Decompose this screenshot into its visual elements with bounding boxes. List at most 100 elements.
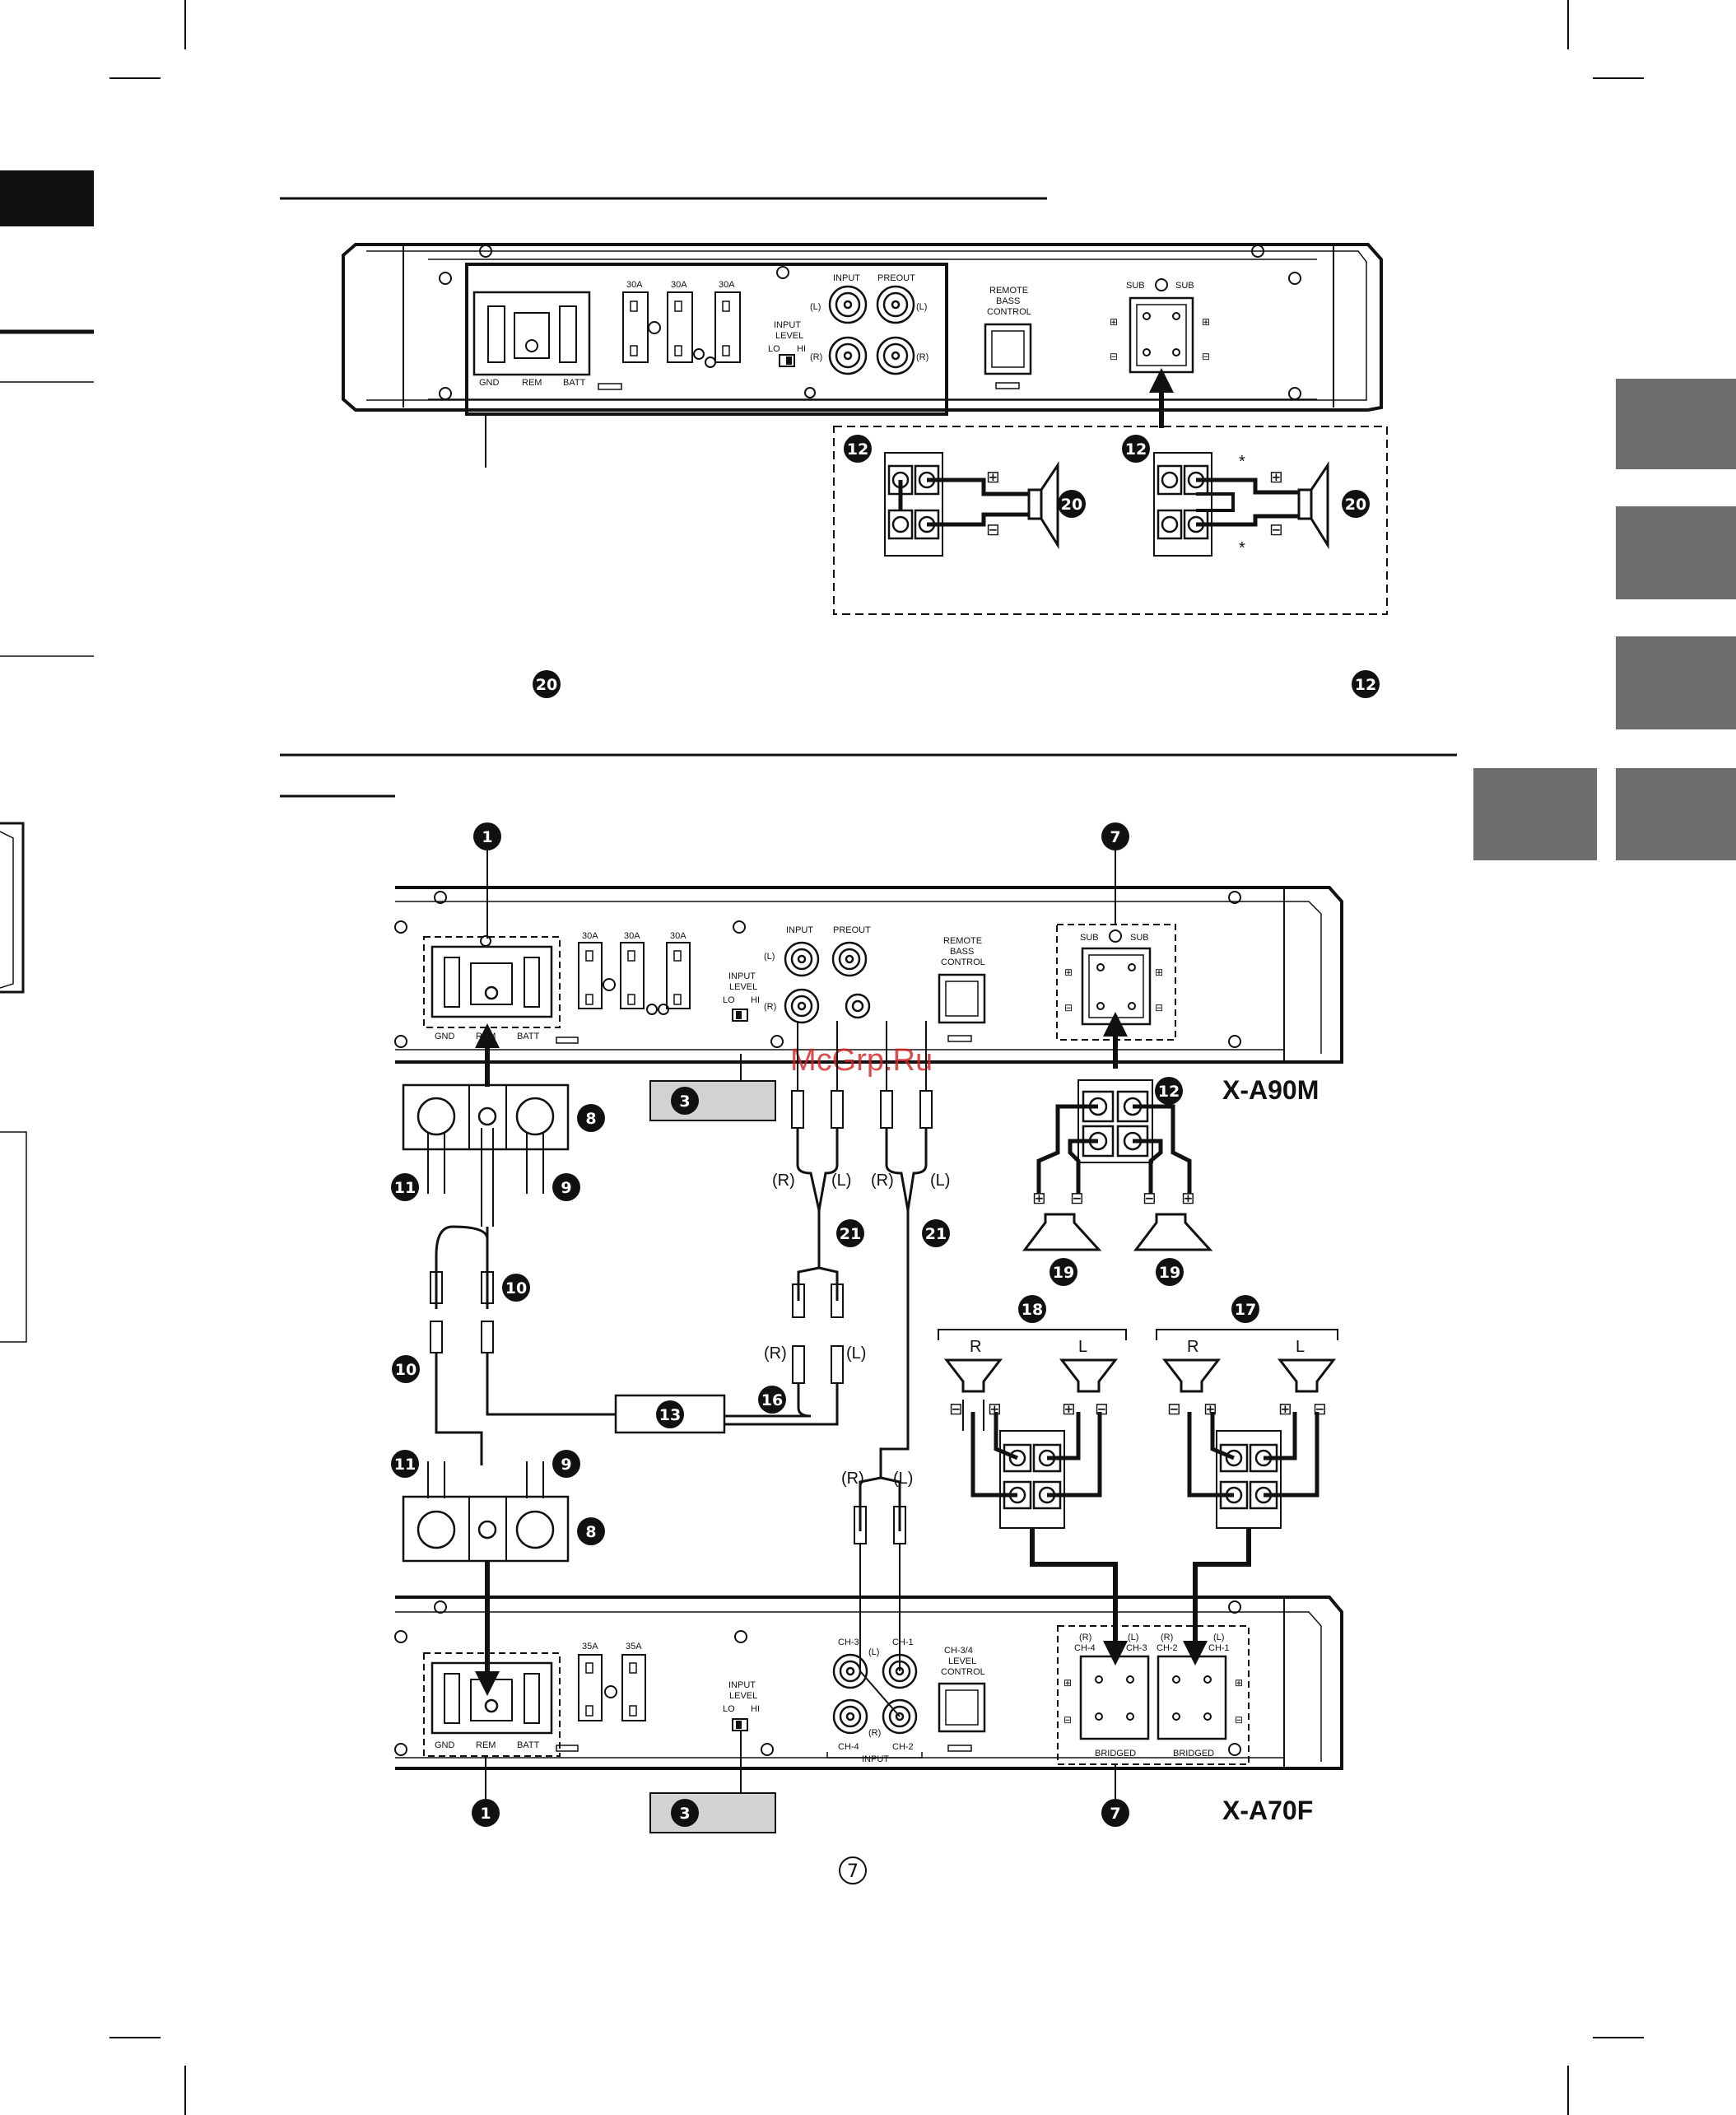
a70f-level-control-jack[interactable] bbox=[938, 1682, 986, 1733]
remote-label-2: BASS bbox=[996, 296, 1020, 306]
sub-wiring-options: ⊞ ⊟ 12 20 * * ⊞ ⊟ 12 bbox=[833, 426, 1388, 615]
input-level-lo: LO bbox=[768, 344, 780, 354]
svg-text:(R): (R) bbox=[1079, 1633, 1091, 1642]
a70f-in-r: (R) bbox=[868, 1728, 881, 1738]
top-sub-terminal bbox=[1129, 296, 1194, 374]
callout-13 bbox=[656, 1400, 684, 1428]
svg-text:1: 1 bbox=[482, 828, 492, 846]
opt-b-speaker-icon bbox=[1297, 461, 1329, 550]
callout-20a bbox=[1058, 490, 1086, 518]
a70f-terminal-ch34 bbox=[1079, 1655, 1150, 1740]
opt-a-speaker-icon bbox=[1027, 461, 1059, 550]
page-number-circle bbox=[839, 1856, 867, 1884]
watermark: McGrp.Ru bbox=[790, 1043, 933, 1078]
section-tab-2 bbox=[1616, 506, 1736, 599]
svg-text:9: 9 bbox=[561, 1456, 571, 1474]
sub-label-left: SUB bbox=[1126, 281, 1145, 291]
section-tab-4 bbox=[1473, 768, 1597, 860]
svg-text:⊟: ⊟ bbox=[1063, 1714, 1072, 1726]
callout-9-bottom bbox=[552, 1450, 580, 1478]
a70f-spk-ch1: CH-1 bbox=[1208, 1643, 1230, 1653]
a90m-spk1-plus: ⊞ bbox=[1032, 1190, 1046, 1208]
svg-text:7: 7 bbox=[1110, 828, 1120, 846]
svg-text:⊟: ⊟ bbox=[949, 1400, 963, 1419]
a70f-ch1: CH-1 bbox=[892, 1637, 914, 1647]
a90m-speaker-left-icon bbox=[1022, 1213, 1102, 1251]
a90m-fuse-label-1: 30A bbox=[582, 931, 598, 941]
svg-text:⊞: ⊞ bbox=[1278, 1400, 1292, 1419]
top-rca-input-l[interactable] bbox=[828, 285, 868, 324]
cable-l-3: (L) bbox=[846, 1344, 866, 1363]
input-label: INPUT bbox=[833, 273, 860, 283]
a90m-rca-preout-l[interactable] bbox=[831, 941, 868, 977]
a90m-remote-jack[interactable] bbox=[938, 973, 986, 1024]
a70f-fuse-2 bbox=[621, 1654, 646, 1721]
a90m-fuse-3 bbox=[666, 942, 691, 1009]
cable-r-2: (R) bbox=[871, 1172, 894, 1190]
input-level-switch[interactable] bbox=[779, 354, 795, 367]
callout-12a bbox=[844, 435, 872, 463]
top-preout-r: (R) bbox=[916, 352, 929, 362]
cable-r-4: (R) bbox=[841, 1470, 864, 1488]
a70f-fuse-label-2: 35A bbox=[626, 1642, 642, 1651]
cable-l-1: (L) bbox=[831, 1172, 851, 1190]
input-level-title-1: INPUT bbox=[774, 320, 801, 330]
svg-text:⊞: ⊞ bbox=[1203, 1400, 1217, 1419]
svg-text:12: 12 bbox=[1158, 1083, 1180, 1101]
top-rca-preout-r[interactable] bbox=[876, 336, 915, 375]
a90m-sub-plus-r: ⊞ bbox=[1155, 967, 1163, 978]
opt-b-asterisk-top: * bbox=[1239, 453, 1245, 471]
speaker-pair-18: 18 R L ⊟ ⊞ ⊞ ⊟ bbox=[938, 1295, 1128, 1665]
a90m-rca-preout-r[interactable] bbox=[845, 993, 871, 1019]
svg-text:20: 20 bbox=[536, 676, 557, 694]
svg-text:11: 11 bbox=[394, 1456, 416, 1474]
section-tab-1 bbox=[1616, 379, 1736, 469]
callout-20-text bbox=[533, 670, 561, 698]
top-rca-preout-l[interactable] bbox=[876, 285, 915, 324]
a90m-spk2-minus: ⊟ bbox=[1143, 1190, 1157, 1208]
callout-12-a90m bbox=[1155, 1077, 1183, 1105]
a70f-bridged-2: BRIDGED bbox=[1173, 1749, 1214, 1759]
page-number: 7 bbox=[847, 1861, 859, 1882]
callout-8-bottom bbox=[577, 1517, 605, 1545]
svg-text:19: 19 bbox=[1053, 1264, 1074, 1282]
spk17-l: L bbox=[1296, 1338, 1305, 1356]
svg-text:10: 10 bbox=[505, 1279, 527, 1297]
a90m-rca-input-r[interactable] bbox=[784, 988, 820, 1024]
fuse-1 bbox=[622, 291, 649, 363]
a70f-rca-ch3[interactable] bbox=[832, 1653, 868, 1689]
a90m-level-switch[interactable] bbox=[732, 1009, 748, 1022]
svg-text:20: 20 bbox=[1345, 496, 1366, 514]
remote-label-3: CONTROL bbox=[987, 307, 1031, 317]
a70f-rem: REM bbox=[476, 1740, 496, 1750]
a90m-rca-input-l[interactable] bbox=[784, 941, 820, 977]
svg-text:10: 10 bbox=[395, 1361, 417, 1379]
fuse-2 bbox=[667, 291, 693, 363]
fuse-label-3: 30A bbox=[719, 280, 735, 290]
a70f-level-hi: HI bbox=[751, 1704, 760, 1714]
component-box-3-bottom bbox=[649, 1792, 776, 1833]
a70f-rca-ch4[interactable] bbox=[832, 1698, 868, 1735]
a70f-bridged-1: BRIDGED bbox=[1095, 1749, 1136, 1759]
a70f-rca-ch2[interactable] bbox=[882, 1698, 918, 1735]
spk18-l: L bbox=[1078, 1338, 1087, 1356]
input-level-title-2: LEVEL bbox=[775, 331, 803, 341]
svg-text:⊞: ⊞ bbox=[1235, 1677, 1243, 1689]
a90m-sub-plus-l: ⊞ bbox=[1064, 967, 1073, 978]
power-terminal-block bbox=[472, 291, 591, 376]
top-rca-input-r[interactable] bbox=[828, 336, 868, 375]
a70f-ctrl-1: CH-3/4 bbox=[944, 1646, 973, 1656]
component-box-13 bbox=[614, 1394, 726, 1434]
fuse-holder-top: 8 11 9 bbox=[391, 1023, 605, 1227]
a70f-fuse-label-1: 35A bbox=[582, 1642, 598, 1651]
fuse-3 bbox=[714, 291, 741, 363]
callout-10-left bbox=[392, 1355, 420, 1383]
svg-text:9: 9 bbox=[561, 1179, 571, 1197]
svg-text:17: 17 bbox=[1235, 1301, 1256, 1319]
remote-bass-jack[interactable] bbox=[984, 323, 1032, 375]
svg-text:11: 11 bbox=[394, 1179, 416, 1197]
callout-7-top bbox=[1101, 822, 1129, 850]
speaker-pair-17: 17 R L ⊟ ⊞ ⊞ ⊟ bbox=[1156, 1295, 1338, 1665]
a90m-sub-speakers: ⊞ ⊟ ⊟ ⊞ 12 19 19 bbox=[1022, 1012, 1213, 1286]
options-dashed-box bbox=[833, 426, 1388, 615]
